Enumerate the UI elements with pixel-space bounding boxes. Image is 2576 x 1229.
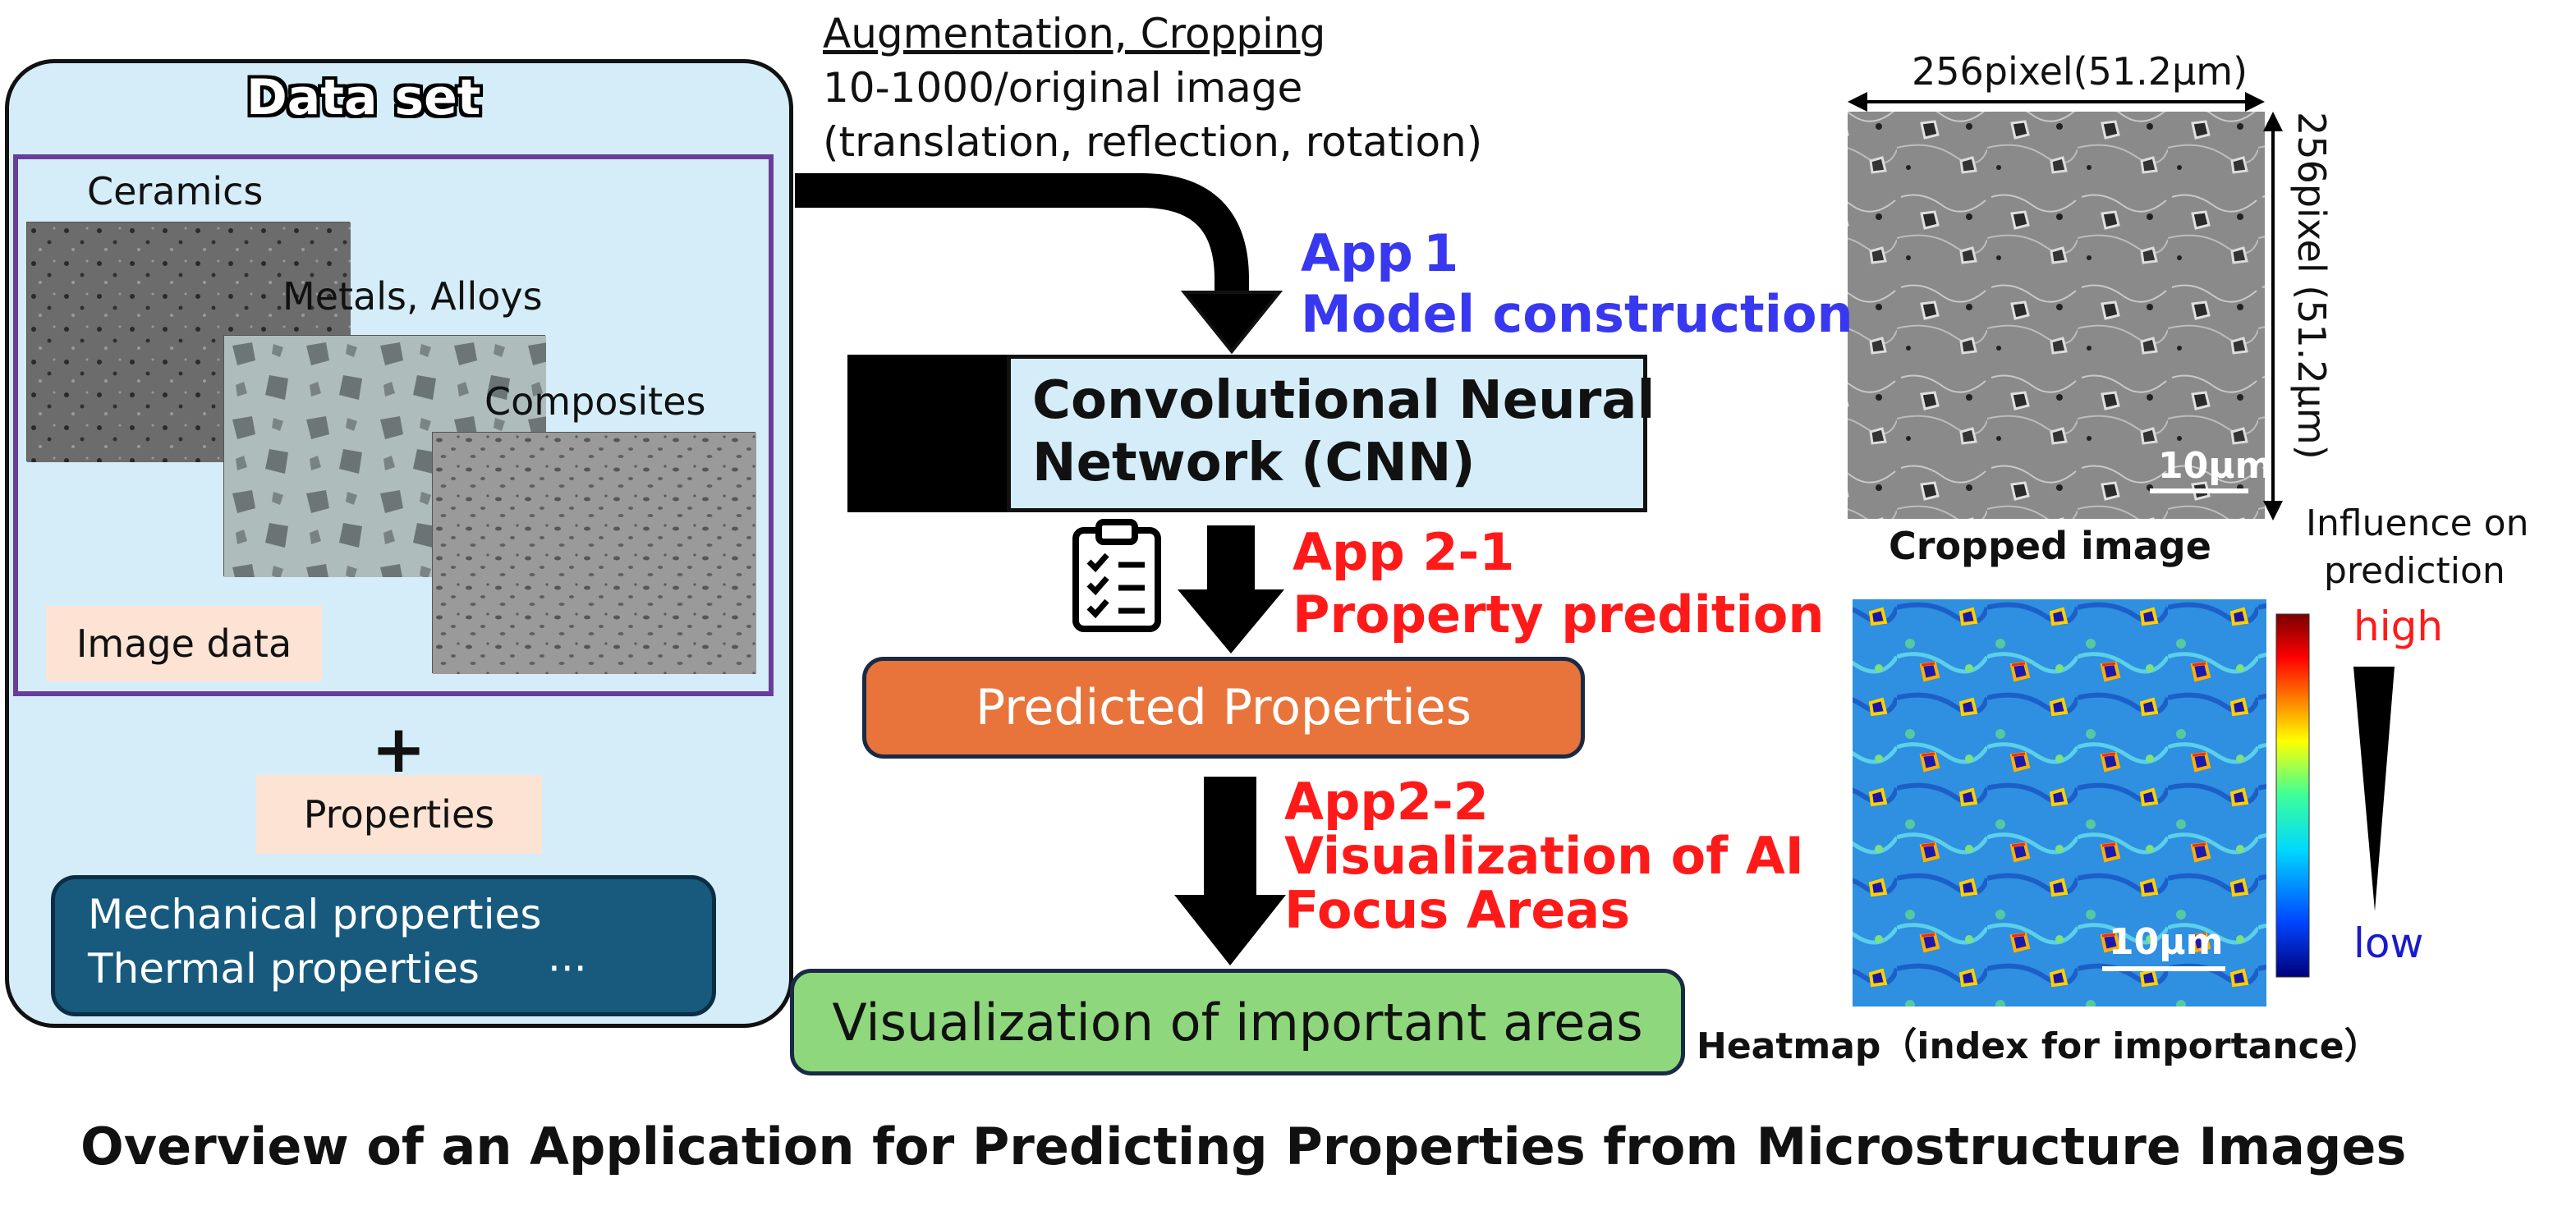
footer-title: Overview of an Application for Predictin… <box>80 1117 2407 1176</box>
app22-description-line1: Visualization of AI <box>1284 826 1804 886</box>
app21-label: App 2-1 <box>1293 522 1515 582</box>
sample-label-metals: Metals, Alloys <box>282 274 543 319</box>
visualization-box: Visualization of important areas <box>790 969 1685 1075</box>
high-label: high <box>2353 603 2444 650</box>
property-item-thermal: Thermal properties <box>88 945 480 993</box>
cnn-title-line2: Network (CNN) <box>1032 433 1476 493</box>
property-item-ellipsis: ··· <box>548 945 587 993</box>
influence-label-line2: prediction <box>2324 550 2505 592</box>
cnn-box: Convolutional Neural Network (CNN) <box>1007 355 1655 512</box>
cropped-image-caption: Cropped image <box>1889 524 2211 568</box>
color-bar <box>2275 613 2310 978</box>
app22-description-line2: Focus Areas <box>1284 880 1631 940</box>
app22-label: App2-2 <box>1284 772 1489 832</box>
low-label: low <box>2353 919 2424 967</box>
clipboard-icon <box>1072 519 1161 632</box>
heatmap-scale-label: 10μm <box>2109 921 2224 963</box>
augmentation-range: 10-1000/original image <box>823 64 1303 112</box>
cropped-height-label: 256pixel (51.2μm) <box>2289 112 2334 460</box>
augmentation-heading: Augmentation, Cropping <box>823 10 1326 57</box>
properties-label: Properties <box>256 775 542 854</box>
dataset-to-cnn-arrow <box>795 173 1249 294</box>
heatmap-image <box>1853 599 2266 1007</box>
app1-label: App 1 <box>1301 223 1459 283</box>
cropped-width-label: 256pixel(51.2μm) <box>1912 49 2248 94</box>
dataset-title: Data set <box>246 69 481 126</box>
cnn-to-predicted-arrowhead <box>1178 589 1284 653</box>
image-data-frame <box>13 154 774 696</box>
augmentation-methods: (translation, reflection, rotation) <box>823 118 1483 166</box>
importance-wedge <box>2353 667 2395 911</box>
cropped-scale-label: 10μm <box>2158 445 2273 487</box>
app1-description: Model construction <box>1301 284 1853 344</box>
influence-label-line1: Influence on <box>2306 502 2529 544</box>
cropped-image <box>1848 112 2265 519</box>
dataset-to-cnn-arrowhead <box>1180 291 1283 355</box>
property-item-mechanical: Mechanical properties <box>88 891 542 938</box>
plus-sign: + <box>371 711 427 787</box>
sample-label-ceramics: Ceramics <box>87 169 264 213</box>
cnn-icon-box <box>847 355 1008 512</box>
app21-description: Property predition <box>1293 585 1825 644</box>
heatmap-caption: Heatmap（index for importance） <box>1697 1025 2381 1067</box>
composites-sample-image <box>432 432 756 674</box>
property-types-box: Mechanical properties Thermal properties… <box>51 875 716 1016</box>
predicted-to-visual-arrowhead <box>1174 895 1286 965</box>
sample-label-composites: Composites <box>484 379 706 424</box>
image-data-label: Image data <box>46 606 322 681</box>
cnn-title-line1: Convolutional Neural <box>1032 370 1655 431</box>
predicted-to-visual-arrow <box>1204 777 1256 898</box>
predicted-properties-box: Predicted Properties <box>862 657 1585 759</box>
cnn-to-predicted-arrow <box>1207 525 1255 593</box>
